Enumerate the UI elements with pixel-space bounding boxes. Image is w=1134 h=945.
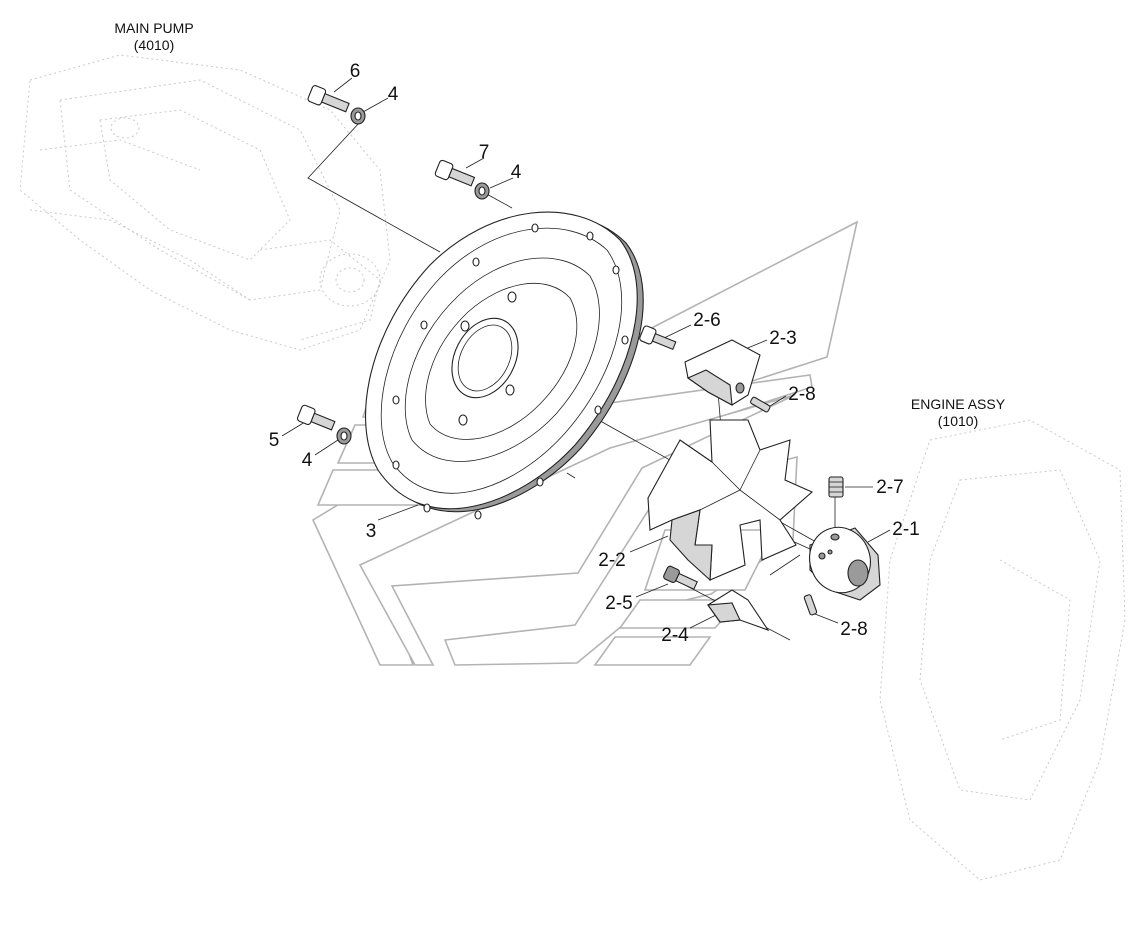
callout-4-mid: 4: [511, 162, 522, 183]
coupling-insert-2-3: [684, 339, 761, 406]
flywheel-housing-plate: [365, 211, 644, 520]
wedge-2-4: [706, 589, 770, 632]
plate-bolt-holes: [392, 223, 629, 520]
set-screw-2-7: [828, 476, 844, 498]
rubber-element-2-2: [647, 419, 814, 582]
callout-2-4: 2-4: [661, 625, 689, 646]
engine-assy-caption: ENGINE ASSY (1010): [911, 396, 1006, 429]
main-pump-title: MAIN PUMP: [114, 20, 193, 36]
engine-ghost: [879, 419, 1126, 881]
washer-4-mid: [474, 182, 490, 200]
pin-2-8-top: [750, 396, 771, 413]
callout-3: 3: [366, 521, 377, 542]
callout-6: 6: [350, 61, 361, 82]
callout-2-8-bottom: 2-8: [840, 619, 867, 640]
callout-2-3: 2-3: [769, 328, 796, 349]
callout-5: 5: [269, 430, 280, 451]
bolt-5: [296, 404, 336, 431]
callout-2-1: 2-1: [892, 519, 919, 540]
callout-4-low: 4: [302, 450, 313, 471]
callout-2-6: 2-6: [693, 310, 720, 331]
callout-labels: 6 4 7 4 5 4 3 2-6 2-3 2-8 2-7 2-1 2-2 2-…: [269, 61, 920, 646]
bolt-7: [434, 159, 476, 187]
callout-2-5: 2-5: [605, 593, 632, 614]
bolt-2-6: [639, 325, 677, 351]
callout-7: 7: [479, 142, 490, 163]
bolt-2-5: [663, 565, 698, 590]
washer-4-top: [350, 107, 366, 125]
main-pump-caption: MAIN PUMP (4010): [114, 20, 193, 53]
callout-2-7: 2-7: [876, 477, 903, 498]
callout-2-8-top: 2-8: [788, 384, 815, 405]
washer-4-low: [336, 427, 352, 445]
main-pump-ghost: [19, 54, 391, 351]
coupling-hub-2-1: [809, 526, 881, 601]
main-pump-code: (4010): [134, 37, 174, 53]
callout-2-2: 2-2: [598, 550, 625, 571]
pin-2-8-bottom: [803, 594, 818, 616]
engine-assy-code: (1010): [938, 413, 978, 429]
bolt-6: [307, 85, 350, 113]
engine-assy-title: ENGINE ASSY: [911, 396, 1006, 412]
callout-4-top: 4: [388, 84, 399, 105]
